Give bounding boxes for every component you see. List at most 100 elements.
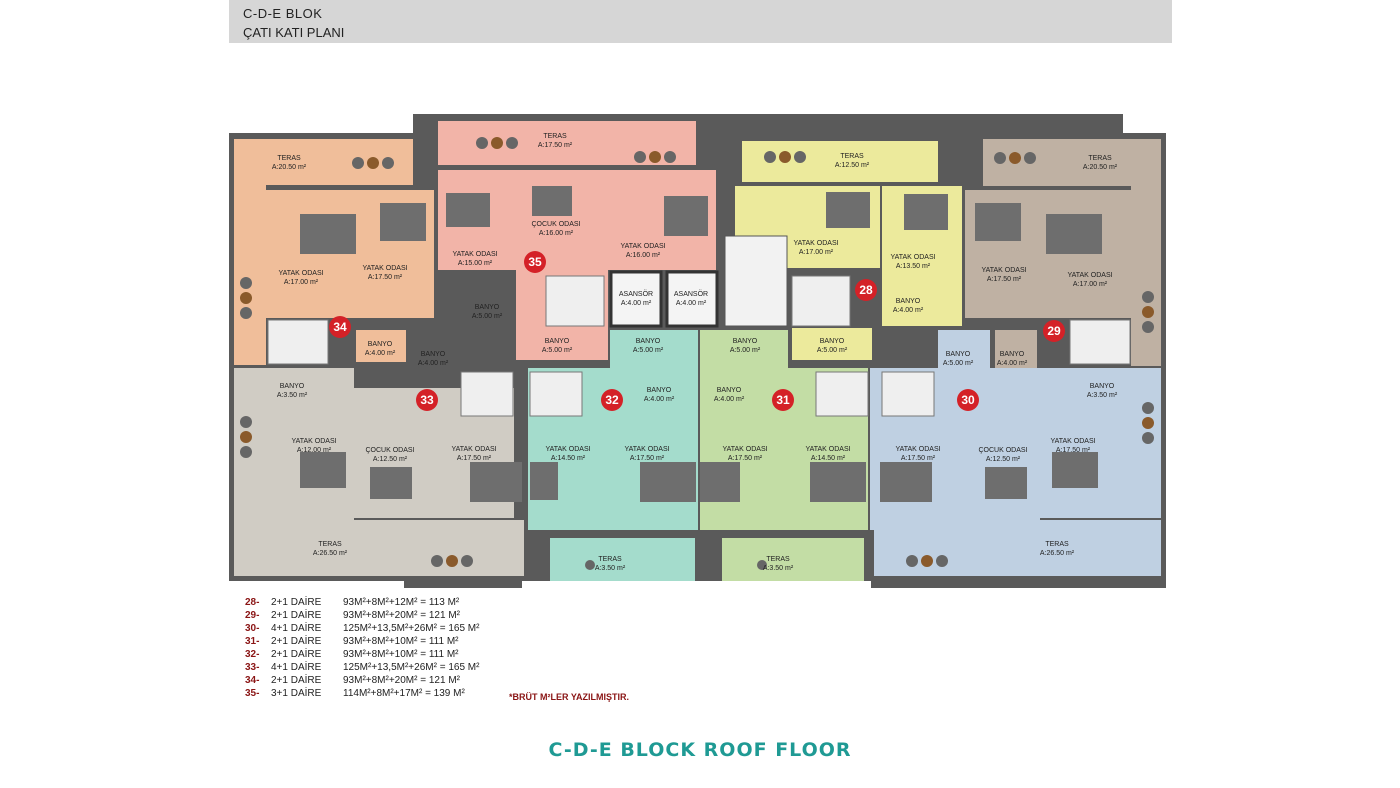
room-area: A:12.50 m²: [986, 456, 1021, 463]
room-name: BANYO: [421, 351, 446, 358]
block-title: C-D-E BLOK: [243, 6, 323, 21]
zone-29-bath: [995, 330, 1037, 370]
elevator-2: [665, 270, 719, 328]
legend-type: 2+1 DAİRE: [271, 675, 322, 686]
room-name: BANYO: [280, 383, 305, 390]
terrace-furniture: [240, 137, 1154, 570]
room-area: A:4.00 m²: [418, 360, 449, 367]
stair-33: [460, 371, 514, 417]
plan-title: C-D-E BLOCK ROOF FLOOR: [548, 739, 852, 761]
legend-type: 2+1 DAİRE: [271, 597, 322, 608]
bed: [530, 462, 558, 500]
table: [779, 151, 791, 163]
chair: [382, 157, 394, 169]
room-name: YATAK ODASI: [722, 446, 767, 453]
legend-number: 34-: [245, 675, 260, 686]
room-area: A:17.50 m²: [368, 274, 403, 281]
legend-formula: 93M²+8M²+12M² = 113 M²: [343, 597, 460, 608]
legend-number: 35-: [245, 688, 260, 699]
bed: [1052, 452, 1098, 488]
legend-type: 4+1 DAİRE: [271, 662, 322, 673]
stair-35: [545, 275, 605, 327]
chair: [936, 555, 948, 567]
plan-subtitle: ÇATI KATI PLANI: [243, 25, 345, 40]
table: [1009, 152, 1021, 164]
table: [367, 157, 379, 169]
room-area: A:3.50 m²: [595, 565, 626, 572]
legend-row: 34- 2+1 DAİRE 93M²+8M²+20M² = 121 M²: [245, 675, 543, 688]
room-area: A:15.00 m²: [458, 260, 493, 267]
room-name: BANYO: [896, 298, 921, 305]
bed: [975, 203, 1021, 241]
stair-34: [267, 319, 329, 365]
room-area: A:3.50 m²: [763, 565, 794, 572]
room-area: A:4.00 m²: [676, 300, 707, 307]
table: [491, 137, 503, 149]
bed: [880, 462, 932, 502]
room-name: BANYO: [636, 338, 661, 345]
room-area: A:4.00 m²: [997, 360, 1028, 367]
zone-29-side: [1131, 186, 1161, 366]
bed: [985, 467, 1027, 499]
room-area: A:17.50 m²: [1056, 447, 1091, 454]
zone-28-bath: [792, 328, 872, 360]
unit-number: 35: [528, 255, 542, 269]
legend-number: 32-: [245, 649, 260, 660]
room-area: A:17.50 m²: [457, 455, 492, 462]
chair: [352, 157, 364, 169]
unit-number: 31: [776, 393, 790, 407]
room-name: TERAS: [543, 133, 567, 140]
zone-30-right: [1040, 368, 1161, 518]
chair: [240, 416, 252, 428]
bed: [300, 214, 356, 254]
table: [1142, 306, 1154, 318]
unit-number: 28: [859, 283, 873, 297]
room-area: A:16.00 m²: [626, 252, 661, 259]
legend-formula: 93M²+8M²+20M² = 121 M²: [343, 675, 460, 686]
room-area: A:13.50 m²: [896, 263, 931, 270]
main-stair: [724, 235, 788, 327]
room-area: A:4.00 m²: [621, 300, 652, 307]
chair: [461, 555, 473, 567]
room-area: A:17.50 m²: [630, 455, 665, 462]
chair: [764, 151, 776, 163]
room-area: A:14.50 m²: [811, 455, 846, 462]
chair: [994, 152, 1006, 164]
room-area: A:12.50 m²: [373, 456, 408, 463]
zone-31-top: [700, 330, 788, 368]
chair: [240, 277, 252, 289]
table: [649, 151, 661, 163]
room-name: BANYO: [946, 351, 971, 358]
stair-29: [1069, 319, 1131, 365]
room-name: YATAK ODASI: [1050, 438, 1095, 445]
legend-type: 3+1 DAİRE: [271, 688, 322, 699]
room-area: A:16.00 m²: [539, 230, 574, 237]
room-name: YATAK ODASI: [291, 438, 336, 445]
room-name: YATAK ODASI: [793, 240, 838, 247]
chair: [1142, 321, 1154, 333]
chair: [794, 151, 806, 163]
table: [1142, 417, 1154, 429]
stair-31: [815, 371, 869, 417]
room-area: A:5.00 m²: [633, 347, 664, 354]
bed: [300, 452, 346, 488]
room-area: A:20.50 m²: [1083, 164, 1118, 171]
bed: [664, 196, 708, 236]
